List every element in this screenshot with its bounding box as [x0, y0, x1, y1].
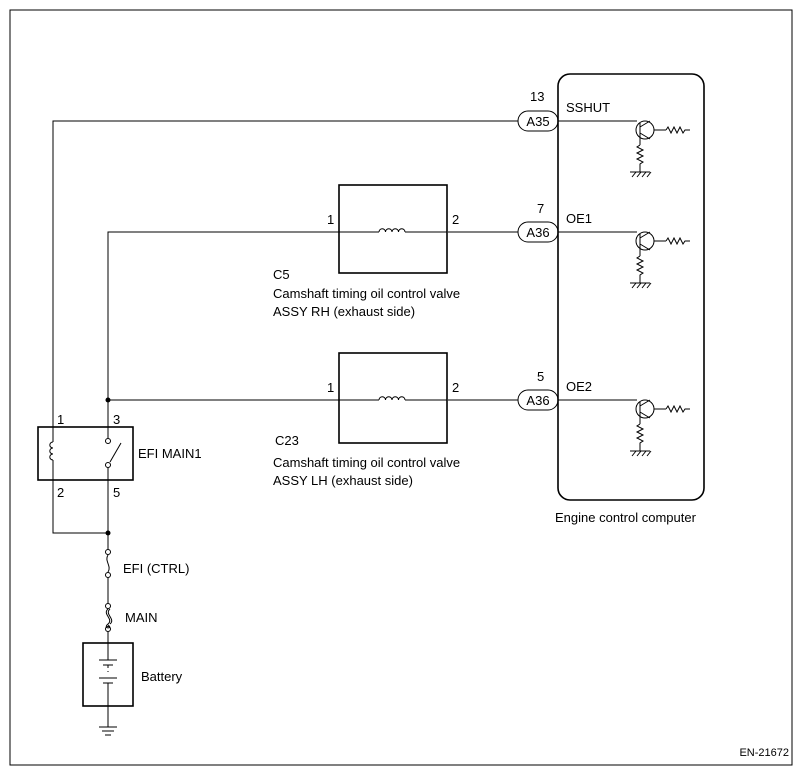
- valve-lh-ref: C23: [275, 433, 299, 448]
- ecu-pin-number-oe1: 7: [537, 201, 544, 216]
- relay-pin5: 5: [113, 485, 120, 500]
- valve-rh-pin-left: 1: [327, 212, 334, 227]
- valve-lh-pin-right: 2: [452, 380, 459, 395]
- valve-lh: [338, 352, 448, 444]
- valve-rh: [338, 184, 448, 274]
- relay-pin3: 3: [113, 412, 120, 427]
- connector-a35-label: A35: [526, 114, 549, 129]
- valve-lh-name-2: ASSY LH (exhaust side): [273, 473, 413, 488]
- splice-point-lower: [105, 530, 111, 536]
- relay-efi-main1: [37, 426, 134, 481]
- relay-coil-icon: [49, 441, 54, 461]
- fuse-efi-ctrl-label: EFI (CTRL): [123, 561, 189, 576]
- coil-icon: [378, 228, 406, 233]
- ecu-pin-number-sshut: 13: [530, 89, 544, 104]
- fuse-efi-ctrl: [105, 549, 111, 603]
- ecu-transistor-sshut: [558, 120, 690, 178]
- ecu-signal-sshut: SSHUT: [566, 100, 610, 115]
- relay-switch-icon: [109, 442, 122, 463]
- ecu-signal-oe2: OE2: [566, 379, 592, 394]
- ecu-signal-oe1: OE1: [566, 211, 592, 226]
- wire-supply-rh: [107, 231, 339, 427]
- battery-label: Battery: [141, 669, 183, 684]
- connector-a36-oe1-label: A36: [526, 225, 549, 240]
- ecu-label: Engine control computer: [555, 510, 697, 525]
- connector-a36-oe1: A36: [517, 221, 559, 243]
- coil-icon: [378, 396, 406, 401]
- valve-rh-ref: C5: [273, 267, 290, 282]
- fuse-main: [105, 603, 113, 643]
- wire-sshut: [52, 120, 518, 534]
- relay-label: EFI MAIN1: [138, 446, 202, 461]
- valve-lh-pin-left: 1: [327, 380, 334, 395]
- connector-a36-oe2: A36: [517, 389, 559, 411]
- ecu-transistor-oe1: [558, 231, 690, 289]
- valve-rh-name-1: Camshaft timing oil control valve: [273, 286, 460, 301]
- fuse-main-label: MAIN: [125, 610, 158, 625]
- relay-pin2: 2: [57, 485, 64, 500]
- connector-a36-oe2-label: A36: [526, 393, 549, 408]
- ecu-transistor-oe2: [558, 399, 690, 457]
- valve-rh-name-2: ASSY RH (exhaust side): [273, 304, 415, 319]
- ecu-pin-number-oe2: 5: [537, 369, 544, 384]
- splice-point: [105, 397, 111, 403]
- relay-pin1: 1: [57, 412, 64, 427]
- valve-rh-pin-right: 2: [452, 212, 459, 227]
- ecu-box: [557, 73, 705, 501]
- fuse-icon: [106, 554, 110, 573]
- figure-code: EN-21672: [739, 747, 789, 759]
- battery: [82, 642, 134, 736]
- diagram-frame: [9, 9, 793, 766]
- connector-a35: A35: [517, 110, 559, 132]
- valve-lh-name-1: Camshaft timing oil control valve: [273, 455, 460, 470]
